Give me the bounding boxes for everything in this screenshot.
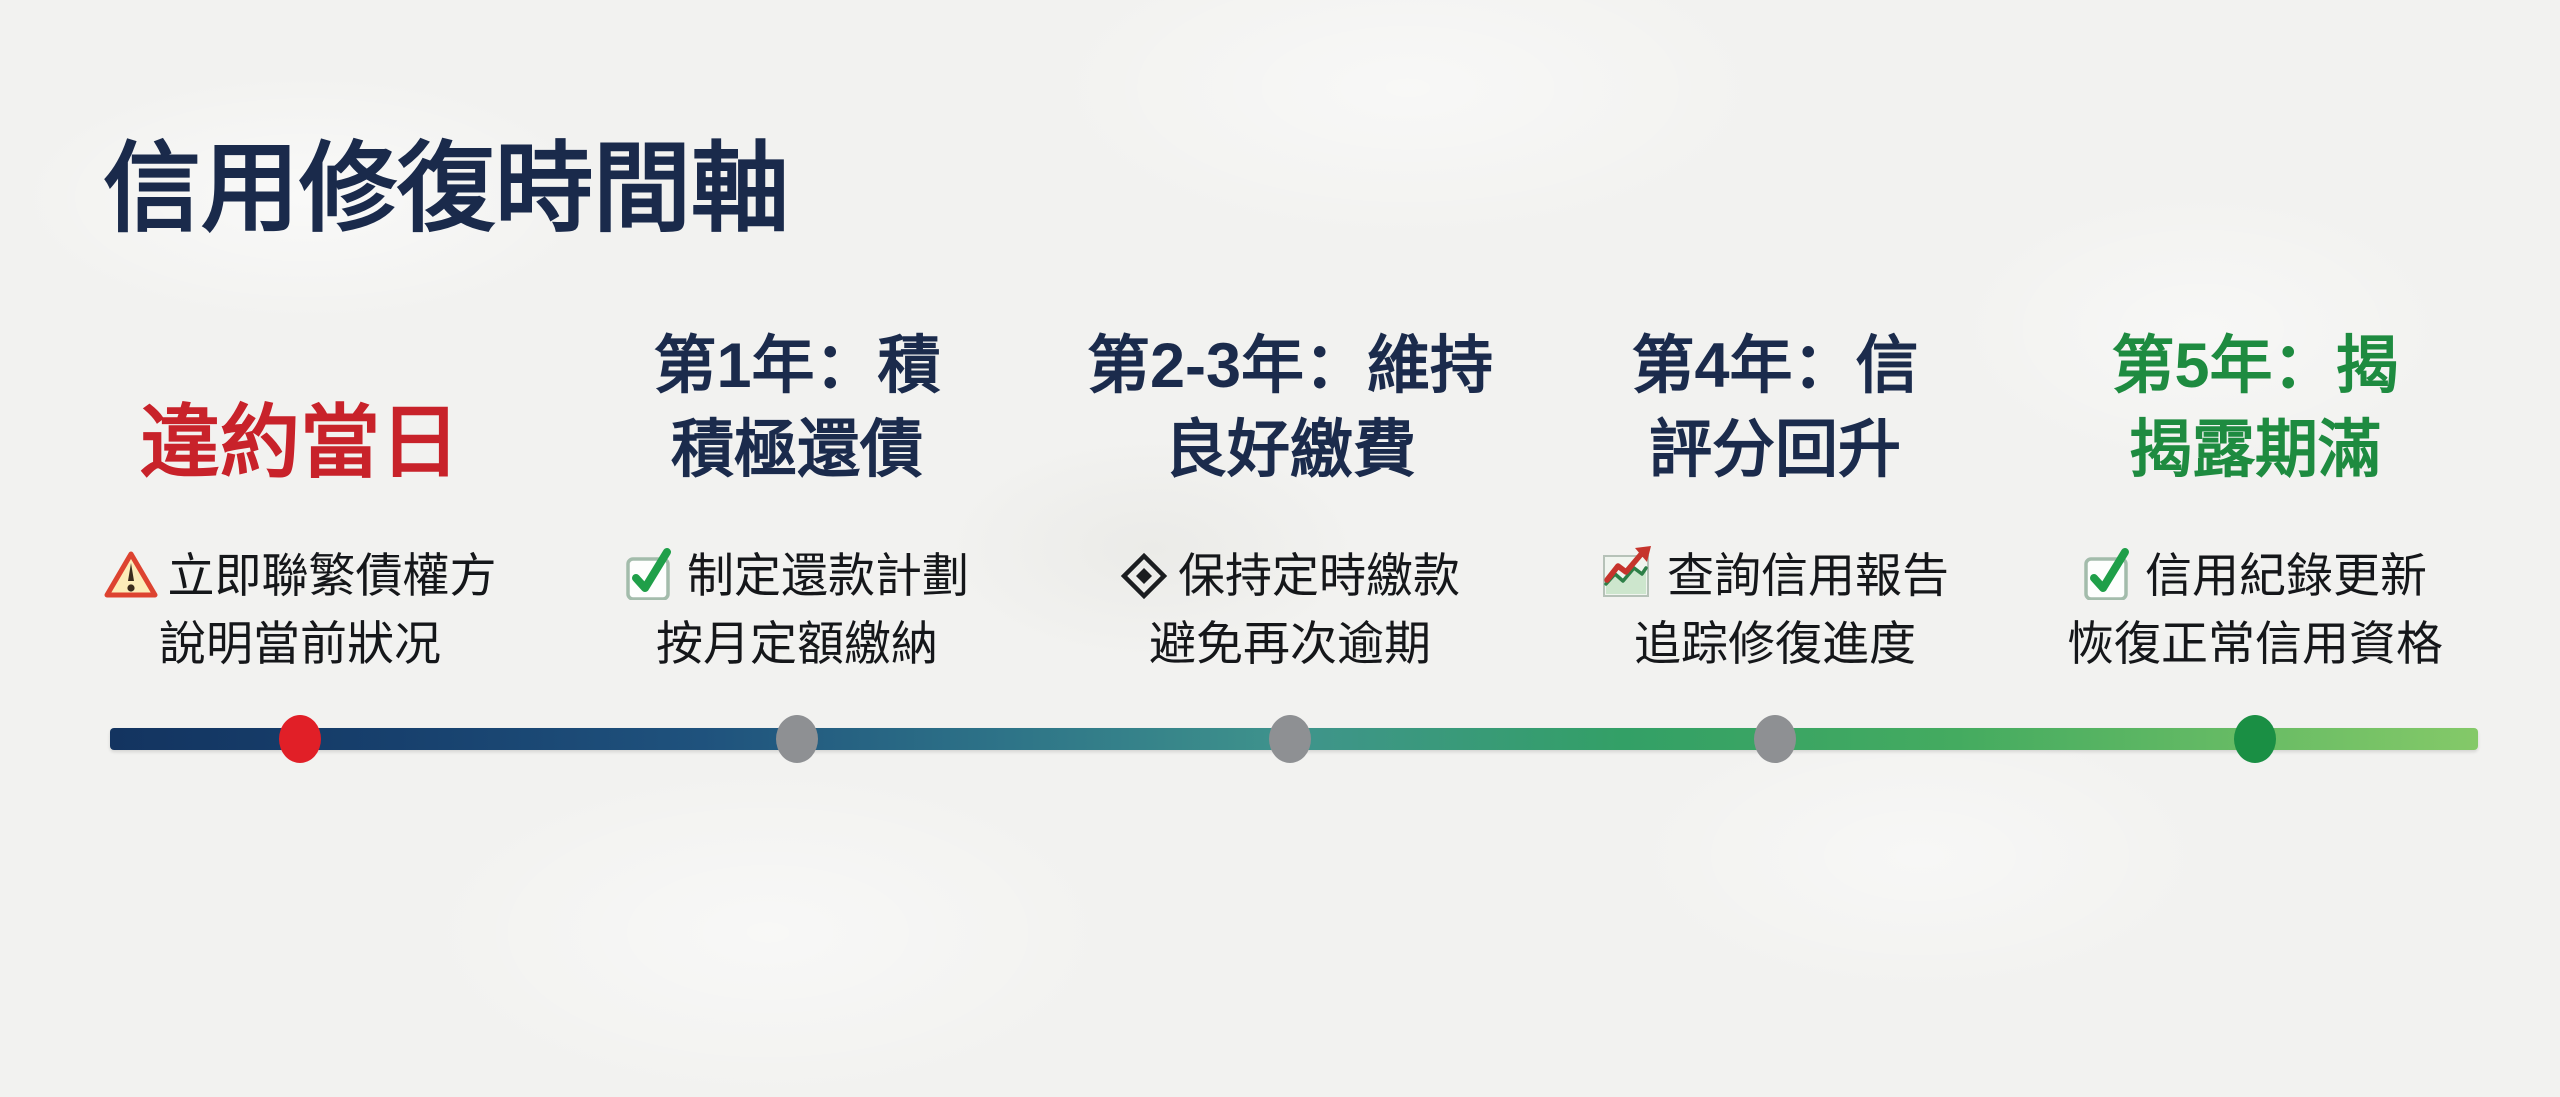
stage-desc-text: 說明當前狀况 bbox=[159, 617, 441, 670]
stage-title-line: 良好繳費 bbox=[1164, 415, 1416, 485]
stage-column-year-1: 第1年：積 積極還債 制定還款計劃 按月定額繳納 bbox=[552, 320, 1042, 678]
stage-title: 第2-3年：維持 良好繳費 bbox=[1045, 320, 1535, 492]
stage-desc-text: 查詢信用報告 bbox=[1667, 549, 1949, 602]
stage-title-line: 第4年：信 bbox=[1631, 331, 1919, 401]
stage-desc-text: 立即聯繁債權方 bbox=[167, 549, 497, 602]
stage-title-line: 第1年：積 bbox=[653, 331, 941, 401]
stage-title: 違約當日 bbox=[55, 320, 545, 492]
stage-title-line: 第2-3年：維持 bbox=[1086, 331, 1494, 401]
stage-description: 制定還款計劃 按月定額繳納 bbox=[552, 542, 1042, 678]
timeline-dot-year-1 bbox=[776, 715, 818, 763]
stage-title-line: 第5年：揭 bbox=[2111, 331, 2399, 401]
stage-title: 第4年：信 評分回升 bbox=[1530, 320, 2020, 492]
diamond-icon bbox=[1120, 552, 1168, 600]
stage-description: 信用紀錄更新 恢復正常信用資格 bbox=[2010, 542, 2500, 678]
stage-title: 第1年：積 積極還債 bbox=[552, 320, 1042, 492]
page-title: 信用修復時間軸 bbox=[103, 132, 790, 243]
stage-description: 保持定時繳款 避免再次逾期 bbox=[1045, 542, 1535, 678]
stage-desc-text: 保持定時繳款 bbox=[1178, 549, 1460, 602]
chart-increasing-icon bbox=[1601, 544, 1657, 600]
stage-column-years-2-3: 第2-3年：維持 良好繳費 保持定時繳款 避免再次逾期 bbox=[1045, 320, 1535, 678]
stage-title-line: 違約當日 bbox=[140, 398, 460, 487]
timeline-dot-year-4 bbox=[1754, 715, 1796, 763]
stage-desc-text: 追踪修復進度 bbox=[1634, 617, 1916, 670]
warning-icon bbox=[104, 550, 158, 600]
stage-column-default-day: 違約當日 立即聯繁債權方 說明當前狀况 bbox=[55, 320, 545, 678]
stage-column-year-4: 第4年：信 評分回升 查詢信用報告 追踪修復進度 bbox=[1530, 320, 2020, 678]
stage-description: 查詢信用報告 追踪修復進度 bbox=[1530, 542, 2020, 678]
stage-desc-text: 恢復正常信用資格 bbox=[2067, 617, 2443, 670]
stage-title-line: 揭露期滿 bbox=[2129, 415, 2381, 485]
stage-description: 立即聯繁債權方 說明當前狀况 bbox=[55, 542, 545, 678]
checkbox-icon bbox=[625, 546, 677, 601]
stage-title-line: 積極還債 bbox=[671, 415, 923, 485]
timeline-dot-year-5 bbox=[2234, 715, 2276, 763]
stage-title: 第5年：揭 揭露期滿 bbox=[2010, 320, 2500, 492]
stage-column-year-5: 第5年：揭 揭露期滿 信用紀錄更新 恢復正常信用資格 bbox=[2010, 320, 2500, 678]
checkbox-icon bbox=[2083, 546, 2135, 601]
timeline-dot-years-2-3 bbox=[1269, 715, 1311, 763]
stage-desc-text: 制定還款計劃 bbox=[687, 549, 969, 602]
stage-title-line: 評分回升 bbox=[1649, 415, 1901, 485]
timeline-dot-default-day bbox=[279, 715, 321, 763]
stage-desc-text: 信用紀錄更新 bbox=[2145, 549, 2427, 602]
stage-desc-text: 按月定額繳納 bbox=[656, 617, 938, 670]
stage-desc-text: 避免再次逾期 bbox=[1149, 617, 1431, 670]
